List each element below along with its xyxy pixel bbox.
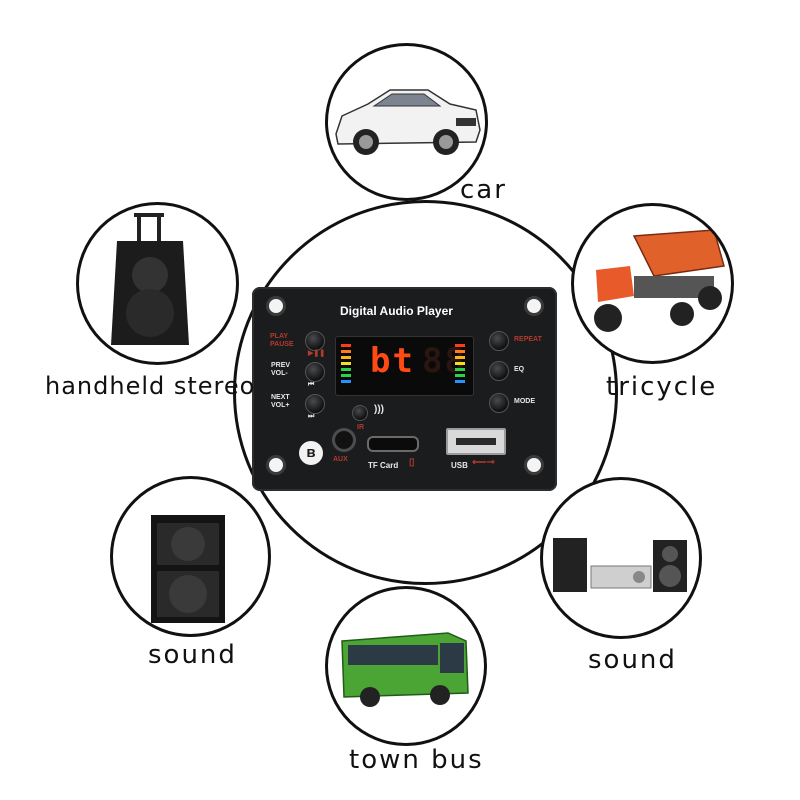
handheld-stereo-label: handheld stereo	[45, 372, 256, 400]
tf-card-slot[interactable]	[367, 436, 419, 452]
sound-left-circle	[110, 476, 271, 637]
level-bar	[455, 380, 465, 383]
led-display	[335, 336, 474, 396]
eq-label: EQ	[514, 366, 525, 373]
level-bar	[455, 362, 465, 365]
level-bar	[341, 380, 351, 383]
repeat-label: REPEAT	[514, 336, 542, 343]
next-vol-button[interactable]	[305, 394, 325, 414]
eq-button[interactable]	[489, 361, 509, 381]
level-bar	[455, 344, 465, 347]
sound-right-label: sound	[588, 645, 677, 675]
next-vol-label: NEXT VOL+	[271, 394, 290, 409]
ir-receiver	[352, 405, 368, 421]
aux-label: AUX	[333, 456, 348, 463]
usb-icon: ⟵⊸	[472, 457, 495, 468]
play-pause-icon: ▶❚❚	[308, 350, 326, 357]
bus-icon	[341, 632, 469, 707]
ir-signal-icon: )))	[374, 404, 384, 415]
town-bus-circle	[325, 586, 487, 746]
usb-port[interactable]	[446, 428, 506, 455]
sound-left-label: sound	[148, 640, 237, 670]
level-bar	[341, 356, 351, 359]
prev-vol-button[interactable]	[305, 362, 325, 382]
mount-hole-top-left	[266, 296, 286, 316]
repeat-button[interactable]	[489, 331, 509, 351]
display-text: bt	[370, 341, 415, 381]
sound-right-circle	[540, 477, 702, 639]
level-bar	[341, 368, 351, 371]
car-circle	[325, 43, 488, 201]
speaker-trolley-icon	[111, 213, 189, 345]
board-title: Digital Audio Player	[340, 304, 453, 318]
level-bar	[341, 350, 351, 353]
handheld-stereo-circle	[76, 202, 239, 365]
level-bar	[455, 368, 465, 371]
level-bar	[341, 344, 351, 347]
prev-vol-label: PREV VOL-	[271, 362, 291, 377]
tricycle-label: tricycle	[606, 372, 718, 402]
pa-speaker-icon	[151, 515, 225, 623]
mount-hole-bottom-right	[524, 455, 544, 475]
usb-port-tongue	[456, 438, 496, 445]
tricycle-icon	[594, 229, 725, 332]
hifi-system-icon	[553, 538, 687, 592]
next-icon: ⏭	[308, 413, 315, 420]
level-bar	[455, 374, 465, 377]
level-bar	[455, 350, 465, 353]
play-pause-label: PLAY PAUSE	[270, 333, 294, 348]
level-bar	[455, 356, 465, 359]
mount-hole-bottom-left	[266, 455, 286, 475]
car-label: car	[460, 175, 507, 205]
mount-hole-top-right	[524, 296, 544, 316]
mode-label: MODE	[514, 398, 535, 405]
tricycle-circle	[571, 203, 734, 364]
usb-label: USB	[451, 461, 468, 470]
mode-button[interactable]	[489, 393, 509, 413]
tf-card-label: TF Card	[368, 461, 399, 470]
sd-card-icon: ▯	[409, 457, 415, 468]
bluetooth-icon: ʙ	[299, 441, 323, 465]
ir-label: IR	[357, 424, 364, 431]
prev-icon: ⏮	[308, 381, 315, 388]
aux-jack[interactable]	[332, 428, 356, 452]
level-bar	[341, 374, 351, 377]
play-pause-button[interactable]	[305, 331, 325, 351]
town-bus-label: town bus	[349, 745, 484, 775]
level-bar	[341, 362, 351, 365]
car-icon	[335, 89, 481, 155]
